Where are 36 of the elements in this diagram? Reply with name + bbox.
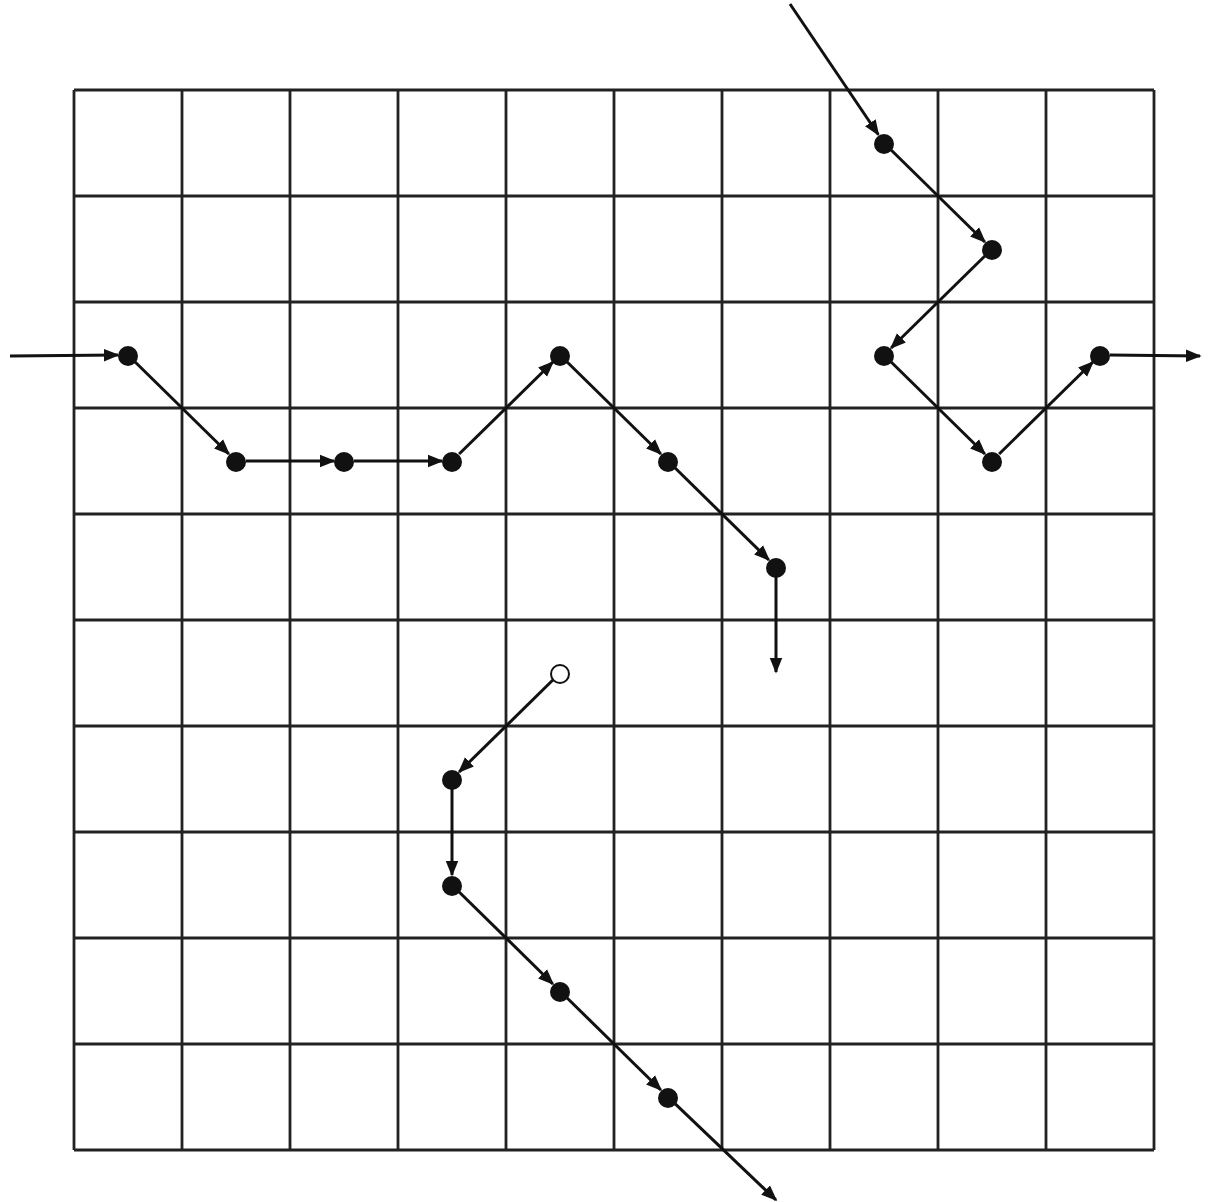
dot-point [982, 239, 1002, 259]
arrow [890, 360, 986, 456]
dot-point [442, 451, 462, 471]
arrow [998, 360, 1094, 456]
dot-point [550, 345, 570, 365]
arrow [890, 254, 986, 350]
dot-point [766, 557, 786, 577]
arrow [566, 360, 662, 456]
dot-point [550, 981, 570, 1001]
dot-point [982, 451, 1002, 471]
open-circle-point [550, 663, 570, 683]
arrow [10, 348, 120, 362]
dot-point [658, 451, 678, 471]
arrow [674, 1102, 778, 1202]
dot-point [1090, 345, 1110, 365]
arrow [458, 678, 554, 774]
arrow [246, 454, 336, 468]
dot-point [442, 769, 462, 789]
dot-point [658, 1087, 678, 1107]
arrow [769, 577, 783, 674]
arrow [788, 3, 880, 137]
arrow [458, 890, 554, 986]
dot-point [874, 133, 894, 153]
dot-point [118, 345, 138, 365]
arrow [134, 360, 230, 456]
arrow [566, 996, 662, 1092]
dot-point [442, 875, 462, 895]
dot-point [226, 451, 246, 471]
arrow [674, 466, 770, 562]
arrow [1110, 349, 1202, 363]
dot-point [874, 345, 894, 365]
dot-point [334, 451, 354, 471]
arrow [890, 148, 986, 244]
arrow [458, 360, 554, 456]
arrow [445, 789, 459, 877]
arrow [354, 454, 444, 468]
